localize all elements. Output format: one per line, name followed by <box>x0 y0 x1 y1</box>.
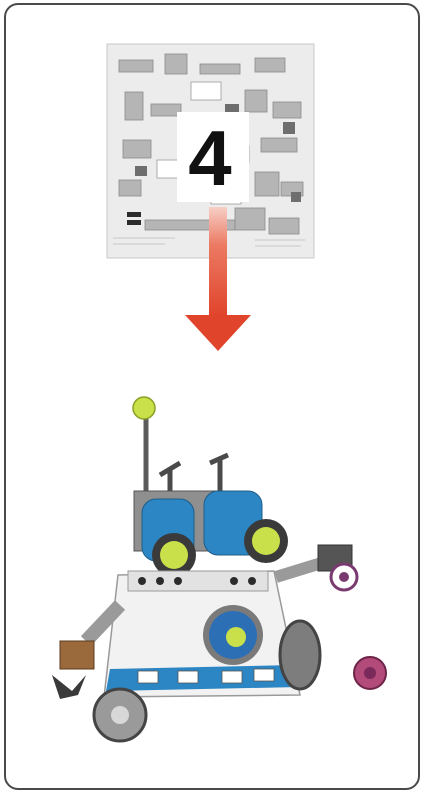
down-arrow-icon <box>183 205 253 353</box>
bag-number: 4 <box>181 118 239 198</box>
robot-model-image <box>38 395 398 745</box>
